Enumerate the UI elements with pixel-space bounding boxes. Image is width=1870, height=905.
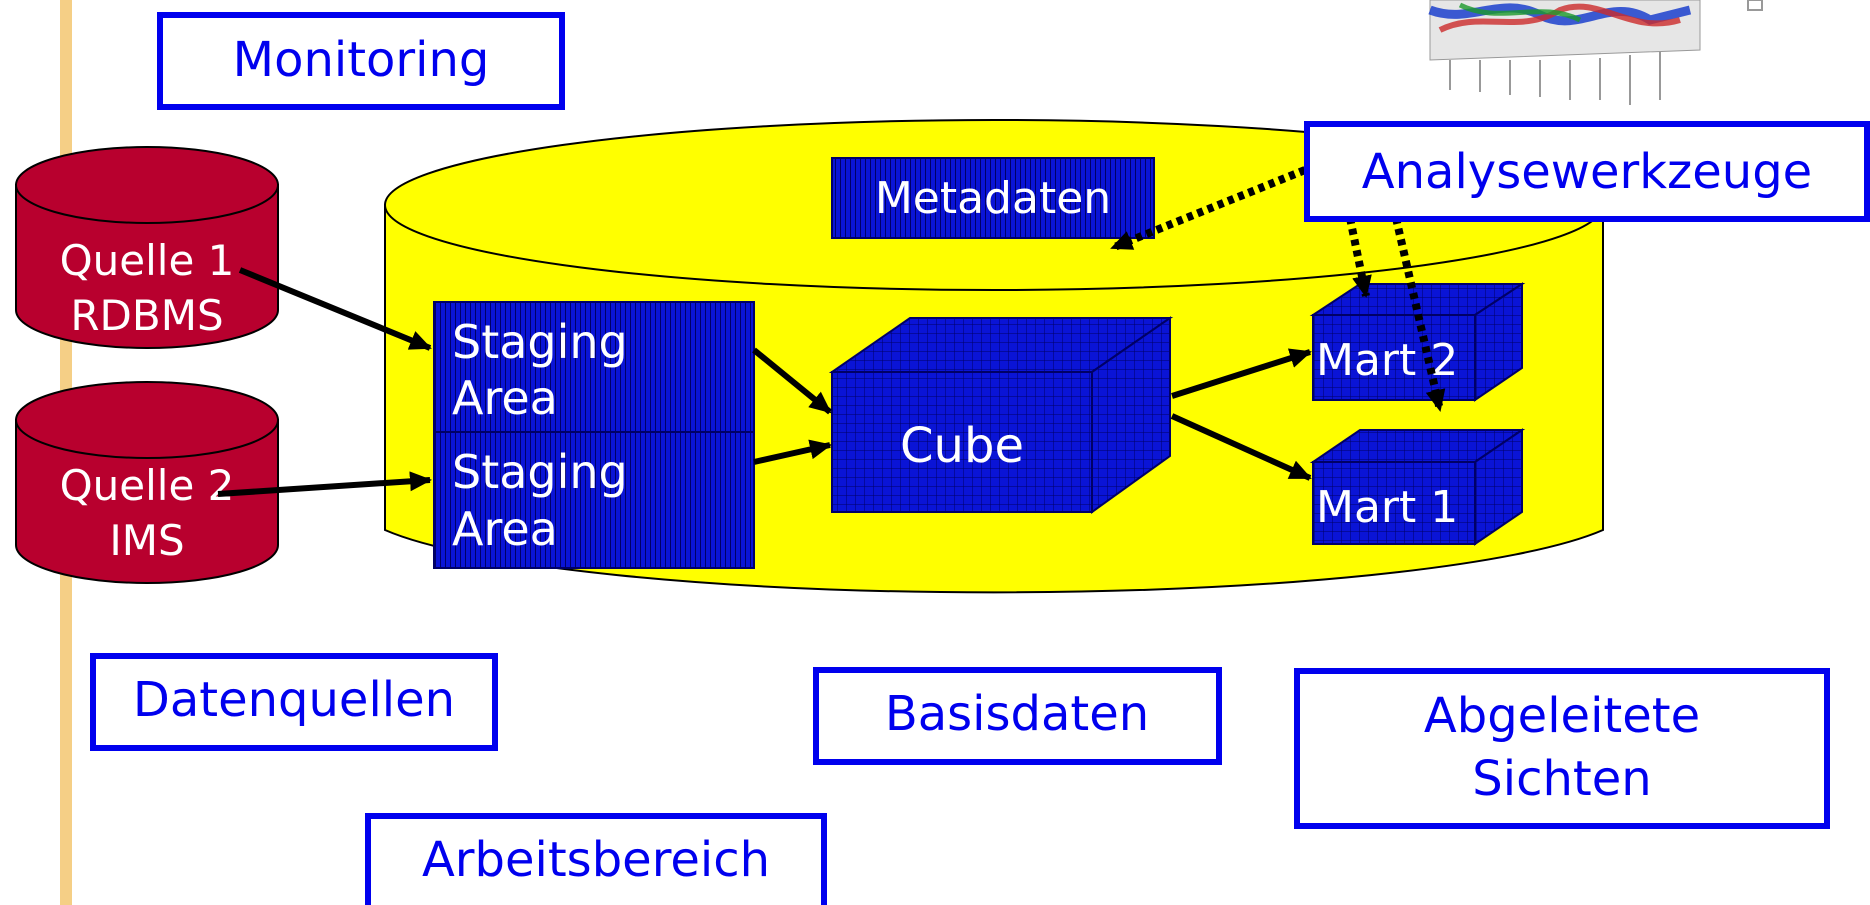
mart-1: Mart 1	[1309, 428, 1526, 546]
arrow-cube-to-mart1	[1170, 413, 1312, 481]
arrow-staging1-to-cube	[752, 347, 832, 415]
basisdaten-box: Basisdaten	[813, 667, 1222, 765]
abgeleitete-sichten-box: Abgeleitete Sichten	[1294, 668, 1830, 829]
staging-1-line2: Area	[452, 371, 558, 425]
mart-1-label: Mart 1	[1316, 482, 1458, 533]
mart-2-label: Mart 2	[1316, 335, 1458, 386]
abgeleitete-line2: Sichten	[1472, 751, 1651, 807]
cube: Cube	[828, 316, 1174, 514]
datenquellen-label: Datenquellen	[133, 672, 455, 728]
monitoring-box: Monitoring	[157, 12, 565, 110]
arrow-source1-to-staging1	[238, 267, 432, 351]
staging-2-line1: Staging	[452, 445, 628, 499]
source-1-type: RDBMS	[70, 291, 223, 340]
source-2-type: IMS	[109, 516, 184, 565]
dotted-arrow-to-mart2	[1346, 217, 1372, 298]
abgeleitete-line1: Abgeleitete	[1424, 688, 1700, 744]
analysis-dotted-arrows	[1110, 166, 1446, 412]
arbeitsbereich-box: Arbeitsbereich	[365, 813, 827, 905]
metadaten-box: Metadaten	[831, 157, 1155, 239]
source-cylinder-1: Quelle 1 RDBMS	[15, 146, 279, 349]
cube-label: Cube	[900, 418, 1024, 474]
arrow-source2-to-staging2	[217, 471, 432, 497]
staging-area-2: Staging Area	[433, 431, 755, 569]
staging-area-1: Staging Area	[433, 301, 755, 433]
mart-2: Mart 2	[1309, 282, 1526, 402]
analysis-chart-thumbnail	[1428, 0, 1763, 105]
arrow-cube-to-mart2	[1171, 348, 1312, 399]
source-1-name: Quelle 1	[60, 236, 235, 285]
arrow-staging2-to-cube	[753, 439, 832, 465]
source-2-name: Quelle 2	[60, 461, 235, 510]
arbeitsbereich-label: Arbeitsbereich	[422, 832, 770, 888]
monitoring-label: Monitoring	[233, 32, 490, 88]
dotted-arrow-to-metadata	[1110, 166, 1307, 252]
analysewerkzeuge-box: Analysewerkzeuge	[1304, 121, 1870, 222]
metadaten-label: Metadaten	[875, 173, 1111, 224]
staging-1-line1: Staging	[452, 315, 628, 369]
datenquellen-box: Datenquellen	[90, 653, 498, 751]
data-flow-arrows	[217, 267, 1312, 497]
basisdaten-label: Basisdaten	[885, 686, 1149, 742]
source-cylinder-2: Quelle 2 IMS	[15, 381, 279, 584]
staging-2-line2: Area	[452, 502, 558, 556]
analysewerkzeuge-label: Analysewerkzeuge	[1362, 144, 1812, 200]
